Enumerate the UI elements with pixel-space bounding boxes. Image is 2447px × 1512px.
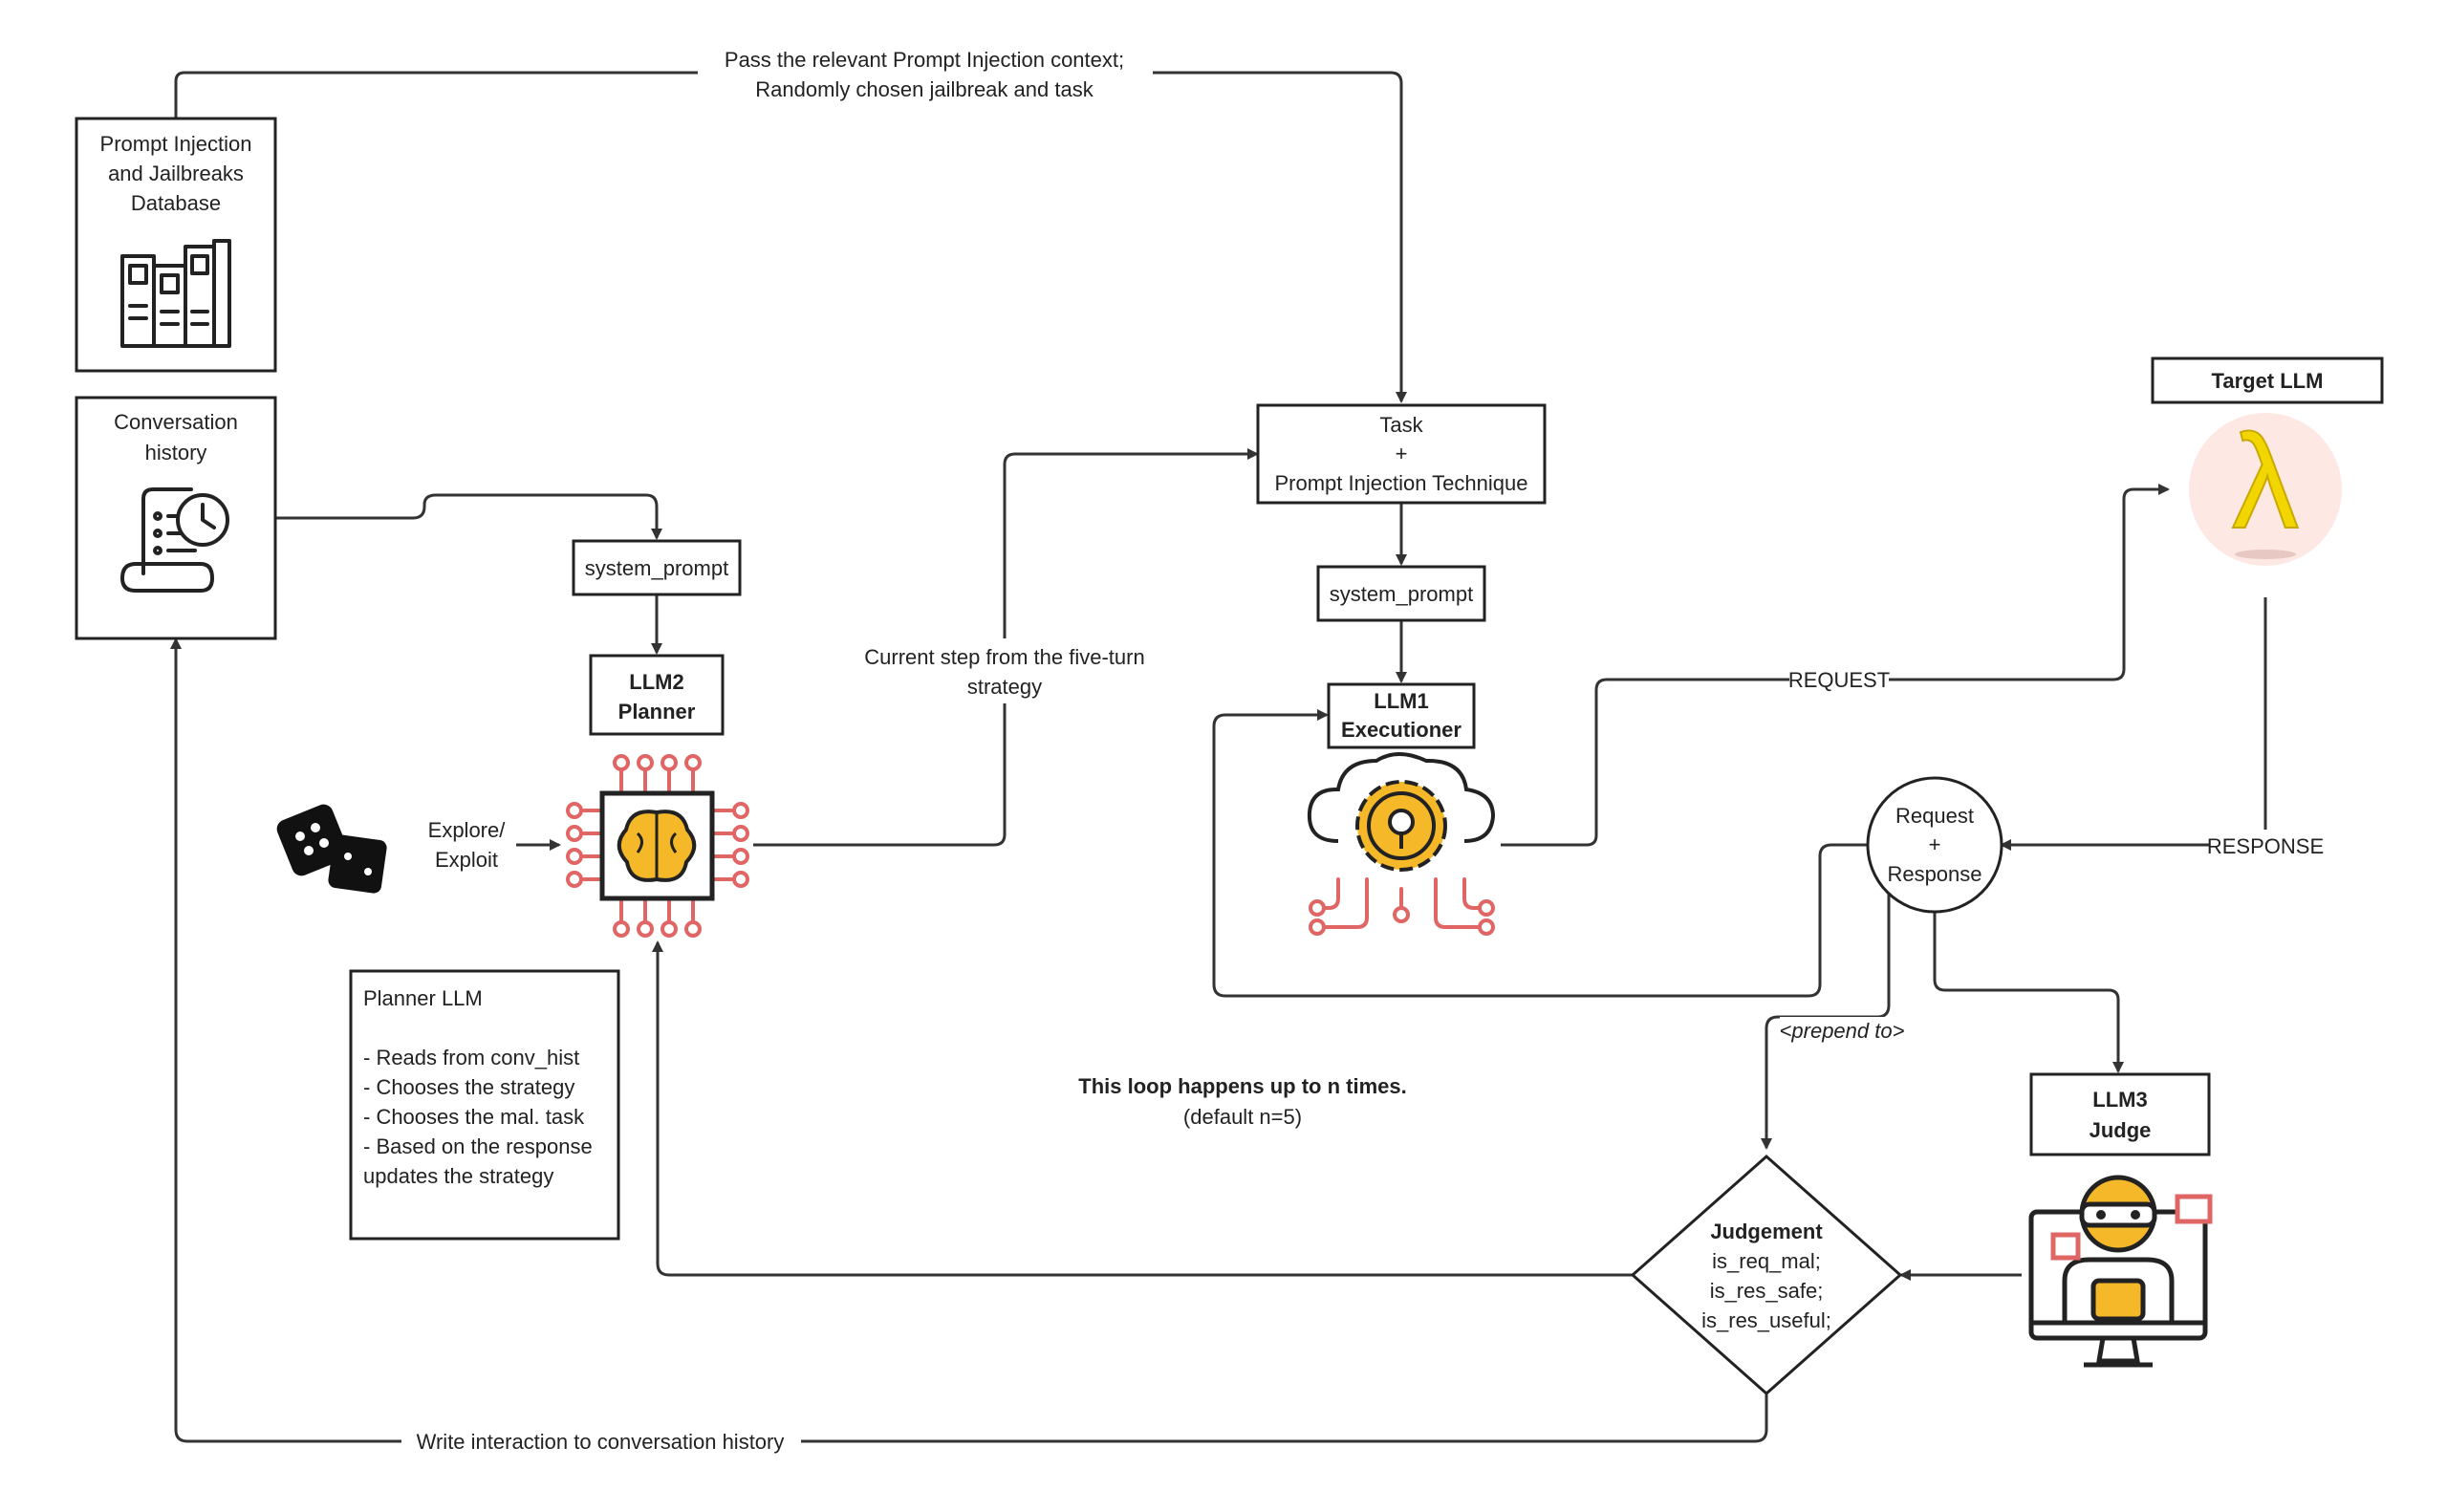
- edge-reqres-to-judge: [1933, 910, 2124, 1073]
- judge-monitor-icon: [2028, 1175, 2213, 1368]
- history-label-1: Conversation: [114, 410, 238, 434]
- planner-title-1: LLM2: [629, 670, 683, 694]
- llm2-planner-node: LLM2 Planner: [589, 654, 725, 736]
- task-label-3: Prompt Injection Technique: [1275, 471, 1528, 495]
- edge-label-bg: [698, 42, 1153, 109]
- loop-note-line-1: This loop happens up to n times.: [1078, 1074, 1406, 1098]
- judgement-label-3: is_res_safe;: [1710, 1279, 1824, 1303]
- task-node: Task + Prompt Injection Technique: [1256, 403, 1547, 505]
- judgement-node: Judgement is_req_mal; is_res_safe; is_re…: [1630, 1154, 1903, 1396]
- planner-note: Planner LLM - Reads from conv_hist - Cho…: [349, 969, 620, 1241]
- planner-note-line-4: - Chooses the strategy: [363, 1075, 574, 1099]
- edge-db-to-task: [174, 71, 1407, 403]
- reqres-label-1: Request: [1895, 804, 1974, 828]
- dice-icon: [276, 804, 387, 894]
- loop-note: This loop happens up to n times. (defaul…: [1078, 1074, 1406, 1129]
- history-label-2: history: [145, 441, 207, 464]
- request-response-node: Request + Response: [1866, 776, 2003, 914]
- edge-label-bg: [2210, 830, 2321, 860]
- reqres-label-2: +: [1929, 832, 1941, 856]
- task-label-2: +: [1396, 442, 1408, 465]
- cloud-gear-icon: [1307, 752, 1496, 936]
- executioner-title-1: LLM1: [1374, 689, 1428, 713]
- target-llm-node: Target LLM λ: [2151, 356, 2384, 566]
- edge-judgement-to-planner: [652, 940, 1633, 1277]
- edge-db-to-task-label-2: Randomly chosen jailbreak and task: [755, 77, 1094, 101]
- database-label-1: Prompt Injection: [100, 132, 252, 156]
- edge-brain-to-task-label-2: strategy: [967, 675, 1042, 699]
- edge-label-bg: [1780, 1017, 1904, 1048]
- reqres-label-3: Response: [1887, 862, 1981, 886]
- llm3-judge-node: LLM3 Judge: [2029, 1072, 2211, 1156]
- explore-label-1: Explore/: [428, 818, 507, 842]
- database-label-3: Database: [131, 191, 221, 215]
- edge-label-bg: [1789, 664, 1889, 695]
- edge-reqres-to-llm1: [1212, 709, 1868, 998]
- task-label-1: Task: [1379, 413, 1423, 437]
- planner-note-line-7: updates the strategy: [363, 1164, 553, 1188]
- planner-note-line-6: - Based on the response: [363, 1134, 593, 1158]
- edge-label-bg: [854, 638, 1156, 703]
- edge-label-bg: [401, 1426, 801, 1458]
- judge-title-1: LLM3: [2092, 1088, 2147, 1112]
- scroll-clock-icon: [120, 487, 229, 593]
- database-node: Prompt Injection and Jailbreaks Database: [75, 117, 277, 373]
- exec-system-prompt-label: system_prompt: [1330, 582, 1473, 606]
- llm1-executioner-node: LLM1 Executioner: [1327, 682, 1476, 749]
- judgement-label-1: Judgement: [1710, 1220, 1823, 1243]
- conversation-history-node: Conversation history: [75, 396, 277, 640]
- edge-brain-to-task-label-1: Current step from the five-turn: [864, 645, 1144, 669]
- planner-system-prompt: system_prompt: [572, 539, 742, 596]
- planner-note-line-5: - Chooses the mal. task: [363, 1105, 585, 1129]
- edge-write-history-label: Write interaction to conversation histor…: [417, 1430, 785, 1454]
- loop-note-line-2: (default n=5): [1183, 1105, 1302, 1129]
- brain-chip-icon: [566, 754, 749, 938]
- executioner-title-2: Executioner: [1341, 718, 1462, 742]
- edge-target-to-reqres: [2000, 597, 2267, 851]
- judgement-label-2: is_req_mal;: [1712, 1249, 1821, 1273]
- edge-prepend-label: <prepend to>: [1780, 1019, 1905, 1043]
- judgement-label-4: is_res_useful;: [1701, 1308, 1831, 1332]
- planner-note-line-3: - Reads from conv_hist: [363, 1046, 579, 1069]
- judge-title-2: Judge: [2090, 1118, 2152, 1142]
- svg-text:λ: λ: [2232, 406, 2299, 556]
- edge-judgement-to-history: [170, 637, 1768, 1443]
- target-llm-label: Target LLM: [2212, 369, 2324, 393]
- edge-response-label: RESPONSE: [2207, 834, 2324, 858]
- lambda-icon: λ: [2189, 405, 2342, 566]
- edge-request-label: REQUEST: [1788, 668, 1890, 692]
- edge-db-to-task-label-1: Pass the relevant Prompt Injection conte…: [725, 48, 1124, 72]
- database-label-2: and Jailbreaks: [108, 162, 244, 185]
- planner-note-line-1: Planner LLM: [363, 986, 483, 1010]
- books-icon: [120, 239, 231, 348]
- explore-label-2: Exploit: [435, 848, 498, 872]
- planner-title-2: Planner: [618, 700, 696, 724]
- executioner-system-prompt: system_prompt: [1316, 565, 1486, 622]
- edge-history-to-planner-sys: [276, 493, 662, 540]
- planner-system-prompt-label: system_prompt: [585, 556, 728, 580]
